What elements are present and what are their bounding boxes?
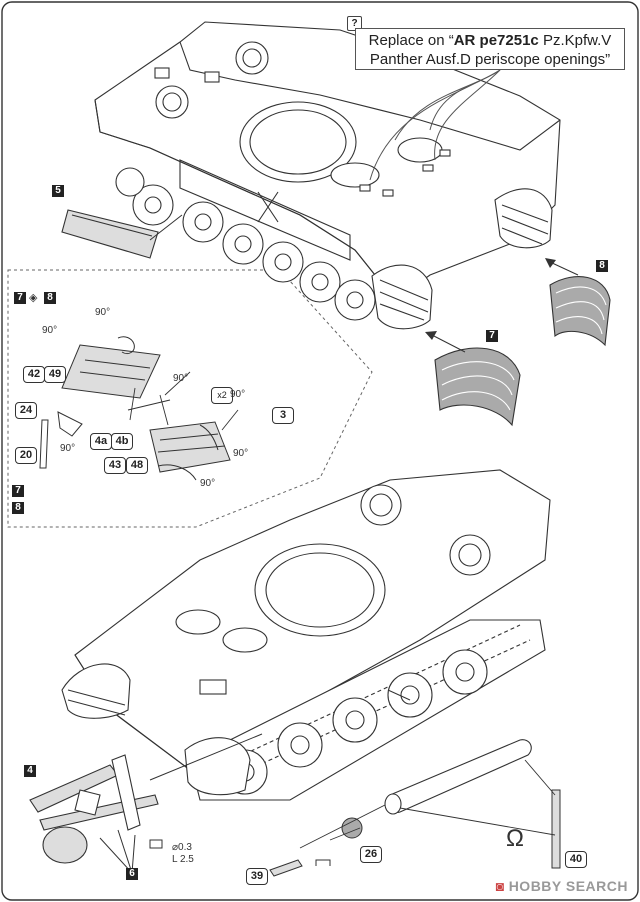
callout-line1-pre: Replace on “: [368, 32, 454, 49]
part-24: 24: [15, 402, 37, 419]
callout-product-code: AR pe7251c: [453, 32, 539, 49]
inset-arrows: [129, 371, 239, 431]
angle-label: 90°: [173, 373, 189, 384]
angle-label: 90°: [233, 448, 249, 459]
step-5-badge: 5: [52, 185, 64, 197]
part-42: 42: [23, 366, 45, 383]
angle-label: 90°: [200, 478, 216, 489]
step-6-leaders: [99, 829, 136, 874]
watermark-text: HOBBY SEARCH: [508, 878, 628, 894]
step-8-badge: 8: [596, 260, 608, 272]
watermark: ◙HOBBY SEARCH: [496, 878, 628, 894]
fender-7: [434, 347, 521, 427]
lower-hull-drawing: [61, 469, 551, 801]
small-parts: [149, 817, 363, 877]
part-3: 3: [272, 407, 294, 424]
inset-step-7-badge: 7: [14, 292, 26, 304]
callout-line2: Panther Ausf.D periscope openings”: [369, 51, 611, 68]
callout-line1-post: Pz.Kpfw.V: [538, 32, 612, 49]
part-5-plate: [61, 209, 159, 259]
hobby-search-logo-icon: ◙: [495, 878, 505, 894]
periscope-callout: Replace on “AR pe7251c Pz.Kpfw.V Panther…: [355, 28, 625, 70]
part-26: 26: [360, 846, 382, 863]
step-7-badge: 7: [486, 330, 498, 342]
step-4-bracket: [29, 754, 159, 864]
tube-leader: [387, 689, 411, 701]
angle-label: 90°: [60, 443, 76, 454]
part-20: 20: [15, 447, 37, 464]
inset-bottom-step-8-badge: 8: [12, 502, 24, 514]
part-43: 43: [104, 457, 126, 474]
part-40: 40: [565, 851, 587, 868]
bend-omega-icon: Ω: [506, 825, 524, 852]
callout-leaders: [369, 69, 501, 181]
rod-diameter: ⌀0.3: [172, 842, 192, 853]
tube-part: [384, 739, 532, 815]
part-4a: 4a: [90, 433, 112, 450]
part-4b: 4b: [111, 433, 133, 450]
upper-hull-drawing: [94, 21, 561, 330]
angle-label: 90°: [230, 389, 246, 400]
angle-label: 90°: [95, 307, 111, 318]
question-icon: ?: [347, 16, 362, 31]
part-49: 49: [44, 366, 66, 383]
inset-drawing: [39, 336, 231, 481]
inset-bottom-step-7-badge: 7: [12, 485, 24, 497]
inset-step-8-badge: 8: [44, 292, 56, 304]
assembly-leaders: [299, 759, 556, 849]
part-48: 48: [126, 457, 148, 474]
part-39: 39: [246, 868, 268, 885]
step-6-badge: 6: [126, 868, 138, 880]
rod-length: L 2.5: [172, 854, 194, 865]
inset-dashed-border: [7, 269, 373, 528]
angle-label: 90°: [42, 325, 58, 336]
part-40-strip: [551, 789, 561, 869]
fender-8: [549, 276, 611, 347]
mirror-icon: ◈: [29, 292, 38, 304]
quantity-x2: x2: [211, 387, 233, 404]
step-4-badge: 4: [24, 765, 36, 777]
